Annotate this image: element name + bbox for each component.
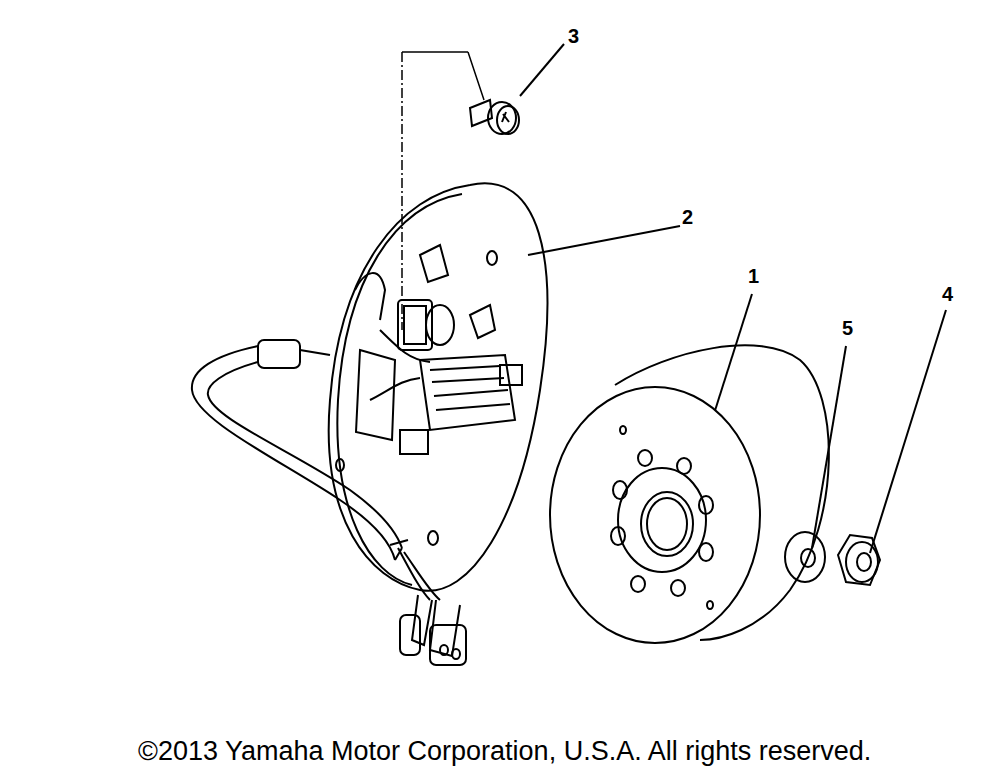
leader-line xyxy=(870,310,946,553)
screw xyxy=(470,100,519,134)
bracket-line xyxy=(401,52,403,330)
callout-number: 2 xyxy=(682,207,693,227)
nut xyxy=(838,535,880,585)
stator-plate xyxy=(329,183,548,590)
callout-number: 4 xyxy=(942,284,953,304)
leader-line xyxy=(528,226,680,255)
bracket-line xyxy=(468,52,484,100)
leader-line xyxy=(712,294,752,420)
callout-number: 5 xyxy=(842,318,853,338)
washer xyxy=(785,532,825,582)
callout-number: 3 xyxy=(568,26,579,46)
bracket-line xyxy=(402,51,468,53)
callout-number: 1 xyxy=(748,266,759,286)
flywheel-rotor xyxy=(550,345,829,643)
copyright-caption: ©2013 Yamaha Motor Corporation, U.S.A. A… xyxy=(138,738,871,765)
leader-line xyxy=(520,44,564,96)
wire-harness xyxy=(192,340,466,665)
